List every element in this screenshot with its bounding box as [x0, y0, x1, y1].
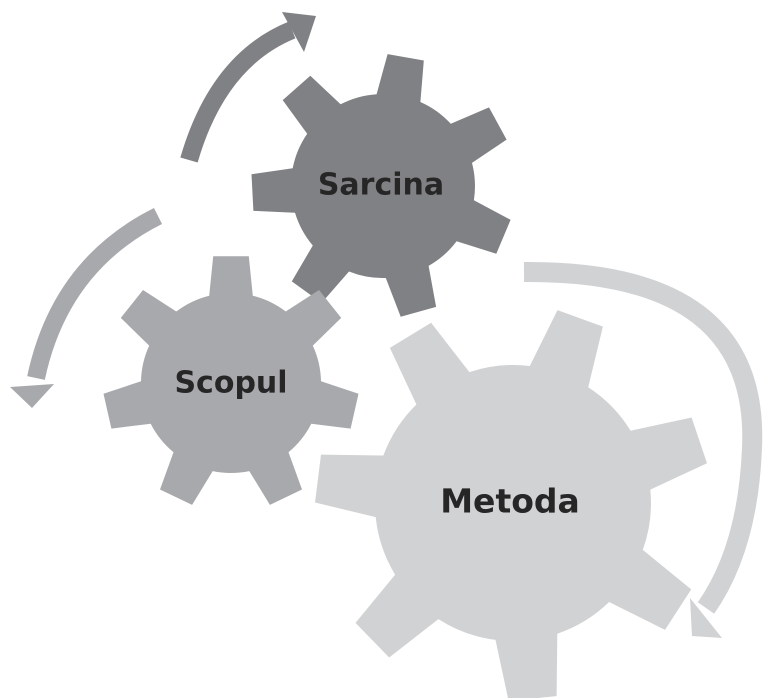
- gear-scopul: [103, 256, 359, 505]
- gear-metoda-label: Metoda: [440, 482, 580, 521]
- arrow-top-shaft: [180, 21, 296, 163]
- gear-sarcina-label: Sarcina: [318, 168, 444, 203]
- arrow-left: [10, 207, 163, 408]
- gear-scopul-label: Scopul: [174, 366, 287, 401]
- arrow-left-shaft: [27, 207, 163, 380]
- arrow-right-head: [690, 598, 722, 638]
- arrow-right-shaft: [523, 261, 763, 614]
- arrow-left-head: [10, 384, 54, 408]
- gear-metoda: [315, 310, 707, 698]
- arrow-right: [523, 261, 763, 638]
- arrow-top-head: [282, 12, 316, 52]
- arrow-top: [180, 12, 316, 163]
- gear-sarcina: [251, 54, 511, 317]
